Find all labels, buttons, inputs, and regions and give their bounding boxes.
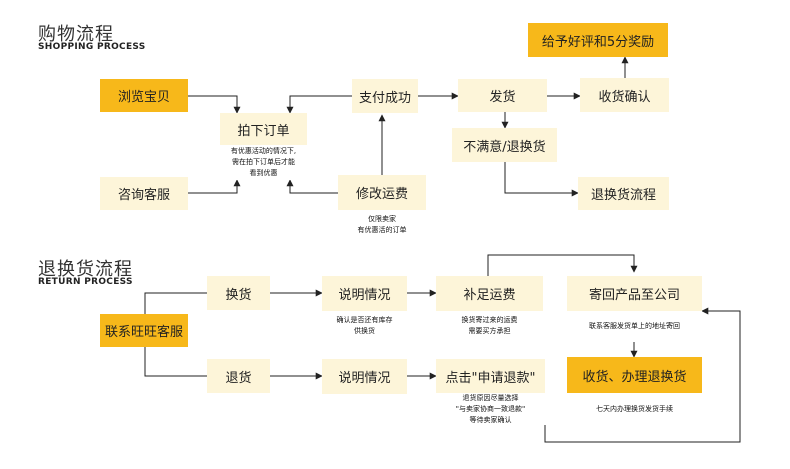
modify-shipping-box: 修改运费	[338, 175, 426, 210]
note-line: 换货寄过来的运费	[461, 316, 518, 324]
return-process-subtitle: RETURN PROCESS	[38, 277, 133, 287]
return-process-title: 退换货流程	[38, 259, 133, 280]
explain-situation-box-1: 说明情况	[322, 276, 407, 311]
place-order-note: 有优惠活动的情况下, 需在拍下订单后才能 看到优惠	[220, 145, 307, 180]
apply-refund-box: 点击"申请退款"	[436, 359, 545, 393]
contact-service-box: 联系旺旺客服	[100, 314, 188, 347]
send-back-box: 寄回产品至公司	[567, 276, 702, 311]
receive-confirm-box: 收货确认	[580, 78, 669, 112]
apply-refund-note: 退货原因尽量选择 "与卖家协商一致退款" 等待卖家确认	[436, 393, 545, 425]
note-line: 七天内办理换货发货手续	[596, 404, 673, 413]
receive-process-box: 收货、办理退换货	[567, 357, 702, 393]
note-line: 联系客服发货单上的地址寄回	[589, 322, 680, 330]
note-line: 供换货	[354, 327, 375, 335]
send-back-note: 联系客服发货单上的地址寄回	[567, 311, 702, 342]
ship-box: 发货	[458, 79, 547, 112]
note-line: 有优惠活动的情况下,	[230, 147, 297, 155]
note-line: 退货原因尽量选择	[462, 393, 519, 402]
note-line: 仅限卖家	[368, 215, 396, 223]
note-line: 需在拍下订单后才能	[232, 158, 295, 166]
receive-process-note: 七天内办理换货发货手续	[567, 393, 702, 425]
note-line: 需要买方承担	[468, 327, 511, 335]
explain-situation-note: 确认是否还有库存 供换货	[322, 311, 407, 341]
exchange-box: 换货	[207, 276, 270, 310]
positive-review-box: 给予好评和5分奖励	[528, 23, 668, 57]
payment-success-box: 支付成功	[352, 79, 418, 113]
unsatisfied-return-box: 不满意/退换货	[452, 128, 557, 162]
extra-shipping-box: 补足运费	[436, 276, 543, 311]
shopping-process-subtitle: SHOPPING PROCESS	[38, 42, 146, 52]
shopping-process-title: 购物流程	[38, 24, 114, 45]
extra-shipping-note: 换货寄过来的运费 需要买方承担	[436, 311, 543, 341]
note-line: "与卖家协商一致退款"	[455, 404, 526, 413]
return-flow-box: 退换货流程	[578, 177, 669, 210]
browse-item-box: 浏览宝贝	[100, 79, 188, 112]
modify-shipping-note: 仅限卖家 有优惠活的订单	[338, 210, 426, 240]
note-line: 有优惠活的订单	[357, 226, 407, 234]
note-line: 等待卖家确认	[469, 415, 512, 424]
place-order-box: 拍下订单	[220, 113, 307, 145]
refund-box: 退货	[207, 359, 270, 393]
explain-situation-box-2: 说明情况	[322, 359, 407, 394]
consult-service-box: 咨询客服	[100, 177, 188, 210]
note-line: 确认是否还有库存	[336, 316, 393, 324]
note-line: 看到优惠	[249, 169, 278, 177]
